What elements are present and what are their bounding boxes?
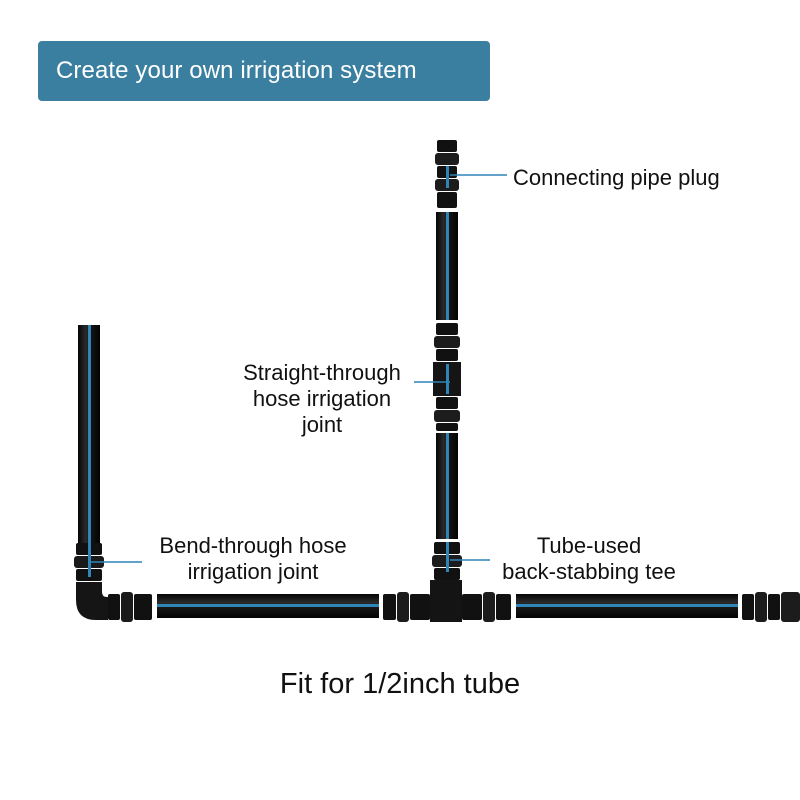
right-end-coupling (742, 592, 800, 622)
label-straight-joint-line1: Straight-through (243, 360, 401, 385)
left-vertical-pipe (78, 325, 100, 543)
label-tee-line1: Tube-used (536, 533, 642, 558)
label-pipe-plug: Connecting pipe plug (513, 165, 720, 190)
horizontal-pipe-right (516, 594, 738, 618)
straight-through-joint (433, 323, 461, 431)
label-straight-joint-line3: joint (301, 412, 343, 437)
vertical-pipe-lower (436, 433, 458, 539)
banner-title: Create your own irrigation system (56, 57, 417, 84)
horizontal-pipe-left (157, 594, 379, 618)
label-bend-joint-line2: irrigation joint (187, 559, 319, 584)
title-banner: Create your own irrigation system (38, 41, 490, 101)
pipe-plug (435, 140, 459, 208)
label-straight-joint-line2: hose irrigation (252, 386, 392, 411)
label-bend-joint: Bend-through hose irrigation joint (140, 533, 366, 585)
leader-lines (90, 174, 507, 563)
elbow-joint (74, 543, 152, 622)
label-bend-joint-line1: Bend-through hose (159, 533, 347, 558)
tee-fitting (383, 542, 511, 622)
footer-caption: Fit for 1/2inch tube (279, 668, 521, 700)
vertical-pipe-upper (436, 212, 458, 320)
label-straight-joint: Straight-through hose irrigation joint (222, 360, 422, 438)
label-tee-line2: back-stabbing tee (502, 559, 676, 584)
label-tee: Tube-used back-stabbing tee (480, 533, 698, 585)
